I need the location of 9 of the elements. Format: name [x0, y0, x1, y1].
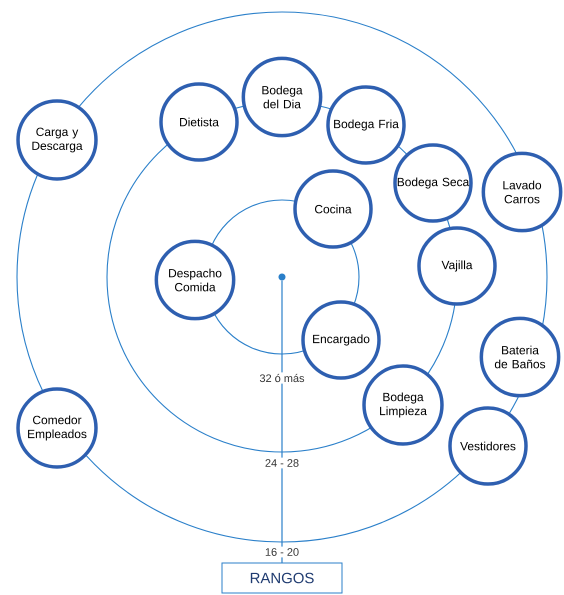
- center-dot: [278, 274, 286, 280]
- node-label: Lavado Carros: [503, 180, 542, 204]
- node-label: Bateria de Baños: [494, 346, 546, 368]
- range-label: 16 - 20: [263, 546, 301, 558]
- connector-line: [281, 280, 283, 562]
- range-label: 24 - 28: [263, 458, 301, 468]
- node-label: Vestidores: [460, 442, 516, 450]
- range-box: RANGOS: [222, 562, 342, 594]
- range-label: 32 ó más: [258, 372, 306, 384]
